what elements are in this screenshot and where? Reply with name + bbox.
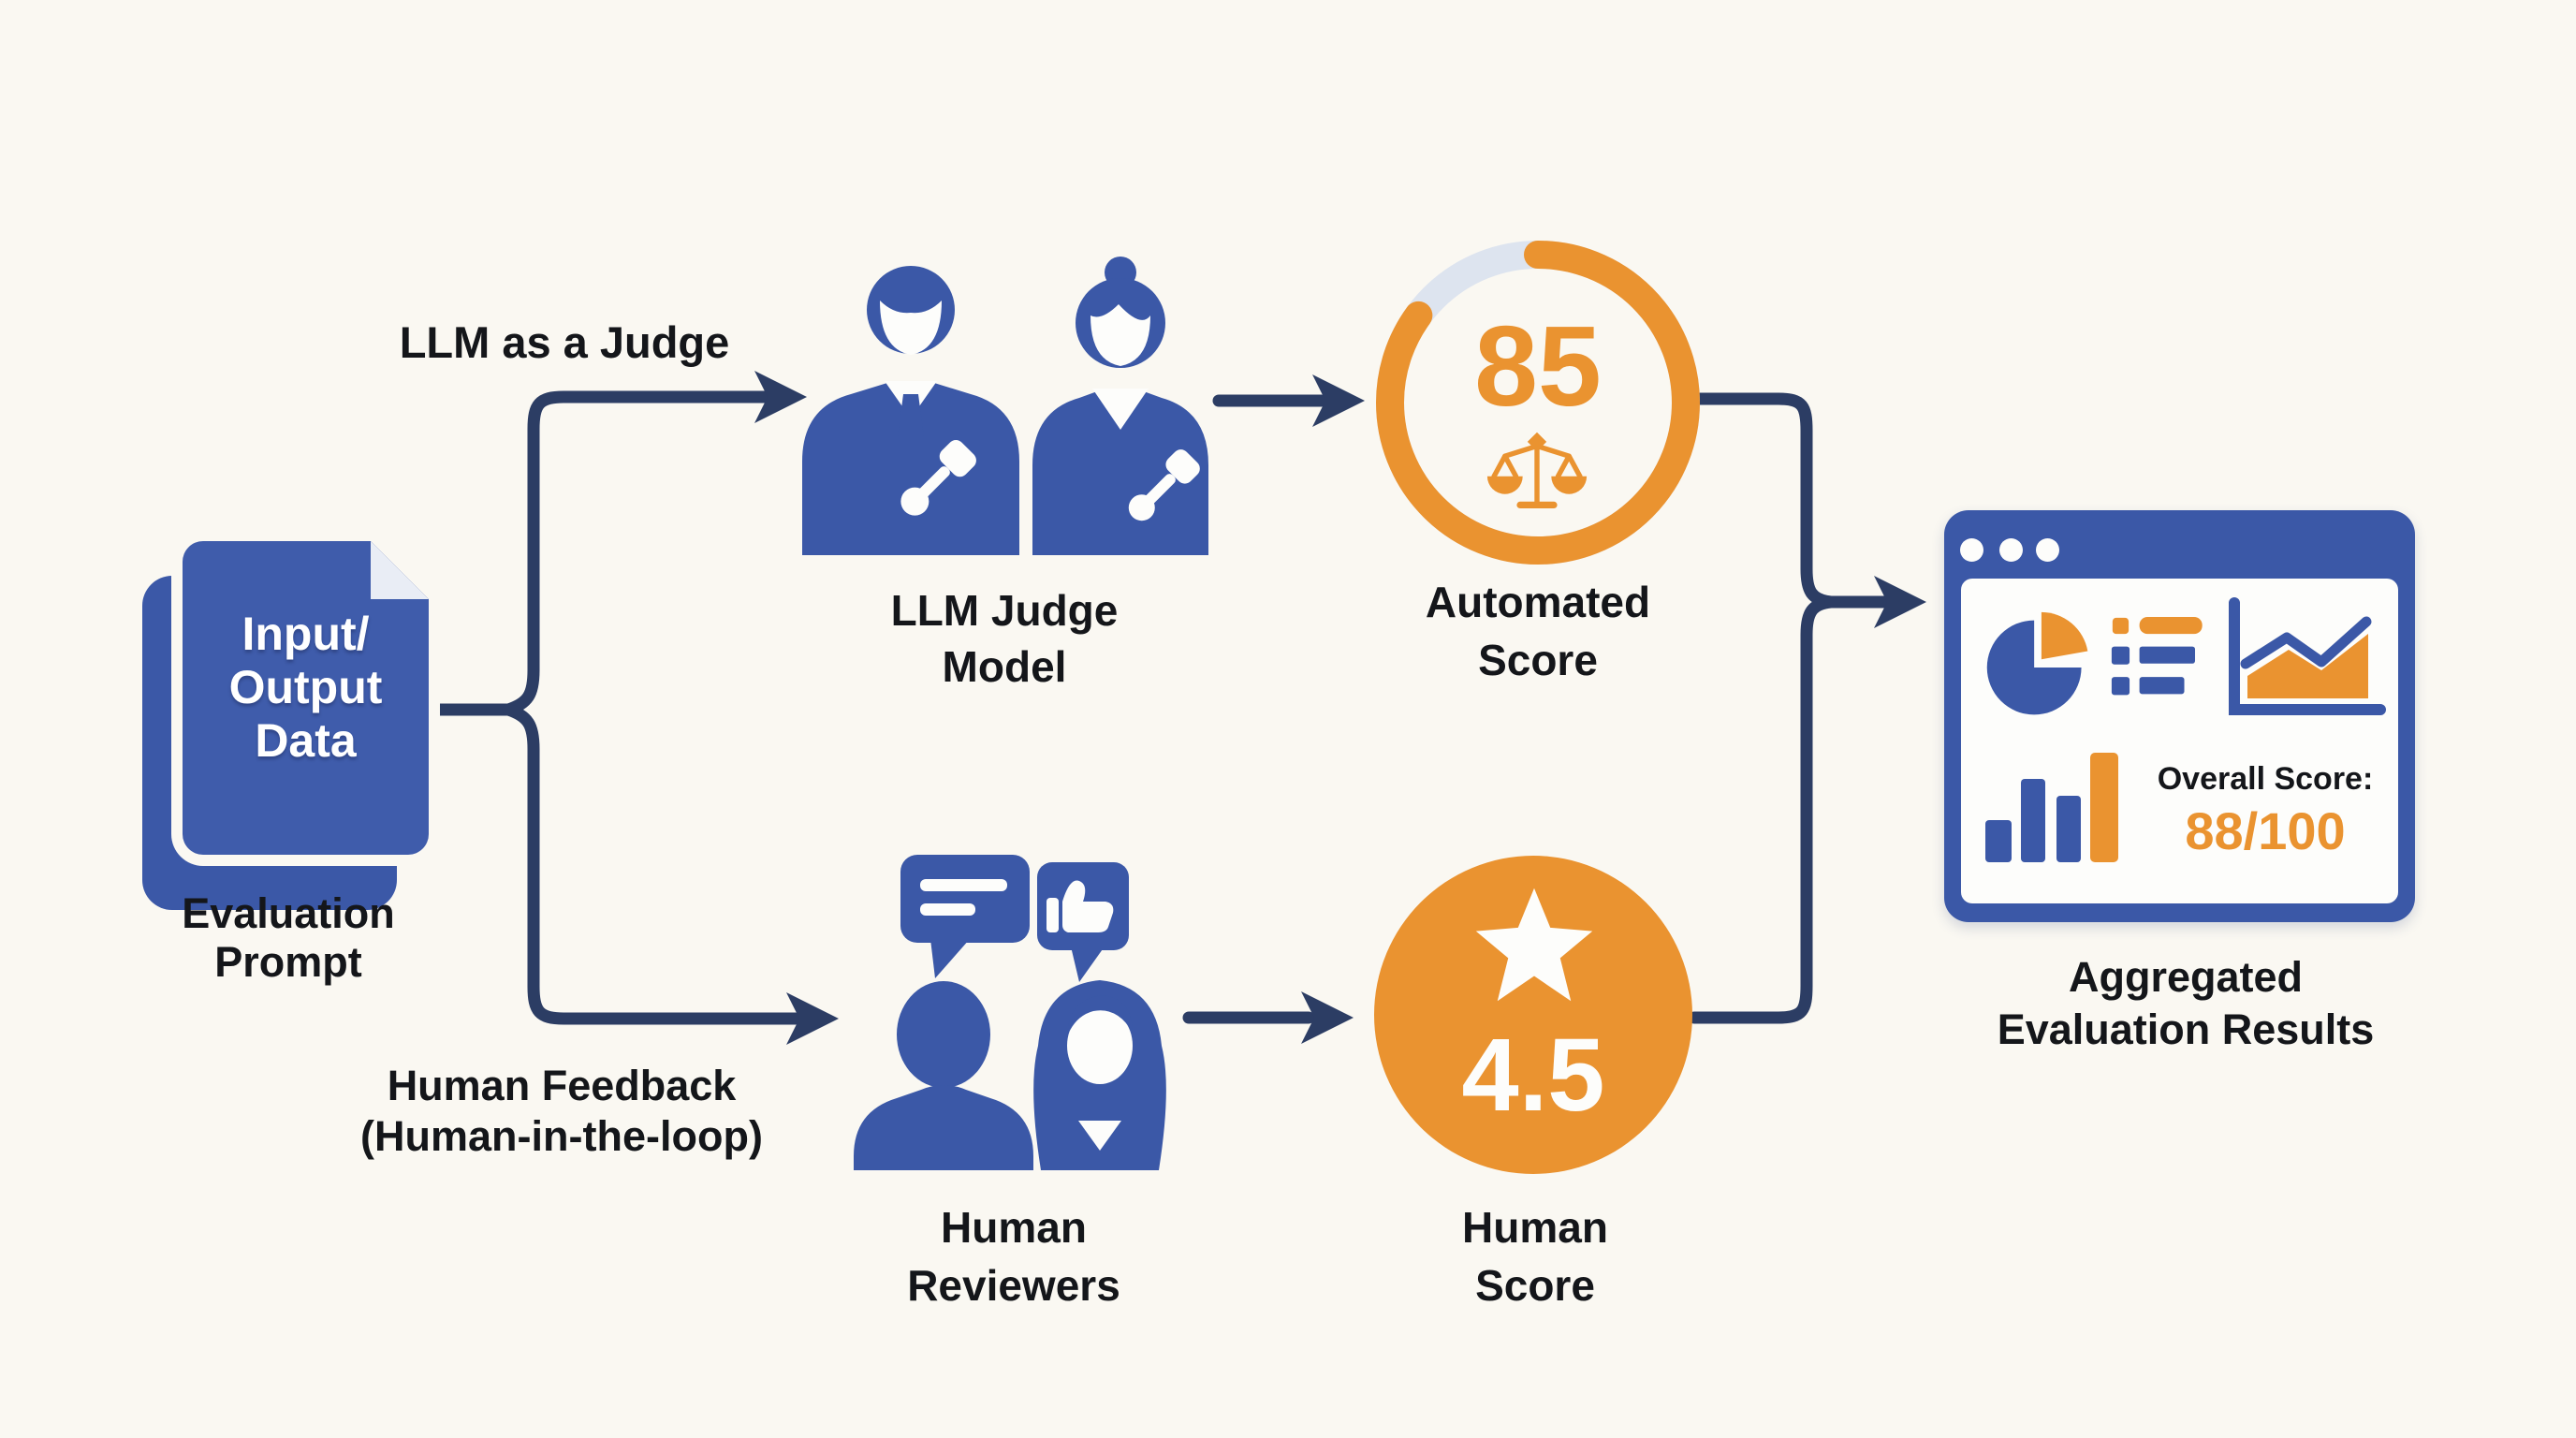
document-text-line: Output	[228, 661, 383, 713]
man-reviewer-icon	[854, 981, 1033, 1170]
progress-ring-arc	[1376, 241, 1700, 565]
star-icon	[1475, 888, 1593, 1002]
caption-line: Evaluation	[182, 889, 395, 937]
llm-judges-icon	[802, 257, 1208, 555]
window-dot-icon	[2036, 538, 2059, 562]
automated-score-caption: Automated Score	[1351, 573, 1725, 689]
caption-line: Human	[941, 1203, 1087, 1252]
arrowhead-top-branch	[754, 371, 807, 423]
branch-top-line	[502, 390, 772, 716]
overall-score-block: Overall Score: 88/100	[2139, 760, 2392, 859]
list-icon	[2111, 616, 2203, 696]
human-score-value: 4.5	[1461, 1018, 1605, 1133]
source-caption: Evaluation Prompt	[101, 889, 476, 987]
document-text-line: Input/	[242, 608, 370, 660]
dashboard-content: Overall Score: 88/100	[1961, 579, 2398, 903]
human-reviewers-icon	[854, 855, 1166, 1170]
caption-line: Human	[1462, 1203, 1608, 1252]
area-chart-icon	[2229, 597, 2386, 715]
caption-line: LLM Judge	[890, 586, 1119, 635]
male-judge-icon	[802, 266, 1019, 555]
caption-line: (Human-in-the-loop)	[360, 1112, 763, 1160]
caption-line: Automated	[1425, 578, 1651, 626]
arrowhead-results	[1874, 576, 1926, 628]
progress-ring-icon	[1376, 241, 1700, 565]
overall-score-value: 88/100	[2185, 801, 2346, 860]
human-score-caption: Human Score	[1348, 1198, 1722, 1314]
gavel-icon	[900, 440, 976, 516]
merge-top-line	[1684, 392, 1837, 609]
caption-line: Aggregated	[2068, 953, 2304, 1001]
branch-bottom-line	[502, 703, 802, 1025]
branch-top-label: LLM as a Judge	[399, 317, 730, 367]
caption-line: Model	[942, 642, 1067, 691]
branch-bottom-label: Human Feedback (Human-in-the-loop)	[351, 1061, 772, 1162]
bar-chart-icon	[1985, 753, 2118, 862]
caption-line: Reviewers	[907, 1261, 1120, 1310]
document-text-line: Data	[255, 714, 357, 767]
caption-line: Human Feedback	[387, 1062, 737, 1109]
overall-score-label: Overall Score:	[2157, 761, 2374, 797]
document-text: Input/ Output Data	[183, 608, 429, 768]
caption-line: Prompt	[214, 938, 362, 986]
arrowhead-auto-score	[1312, 374, 1365, 427]
window-dot-icon	[1960, 538, 1983, 562]
results-caption: Aggregated Evaluation Results	[1970, 951, 2401, 1056]
judge-caption: LLM Judge Model	[817, 582, 1192, 695]
arrowhead-human-score	[1301, 991, 1354, 1044]
arrowhead-bottom-branch	[786, 992, 839, 1045]
document-stack-icon: Input/ Output Data	[171, 530, 440, 866]
input-output-document: Input/ Output Data	[183, 541, 429, 855]
page-fold-icon	[371, 541, 429, 599]
scales-icon	[1486, 432, 1588, 508]
chat-bubble-icon	[900, 855, 1030, 978]
automated-score-value: 85	[1474, 302, 1602, 430]
merge-bottom-line	[1688, 595, 1837, 1024]
reviewers-caption: Human Reviewers	[827, 1198, 1201, 1314]
thumbs-up-bubble-icon	[1037, 862, 1129, 982]
woman-reviewer-icon	[1033, 980, 1166, 1170]
pie-chart-icon	[1986, 611, 2088, 715]
browser-window-icon: Overall Score: 88/100	[1944, 510, 2415, 922]
female-judge-icon	[1032, 257, 1208, 555]
caption-line: Score	[1475, 1261, 1595, 1310]
window-dot-icon	[1999, 538, 2023, 562]
gavel-icon	[1128, 449, 1200, 521]
caption-line: Evaluation Results	[1997, 1005, 2375, 1053]
caption-line: Score	[1478, 636, 1598, 684]
